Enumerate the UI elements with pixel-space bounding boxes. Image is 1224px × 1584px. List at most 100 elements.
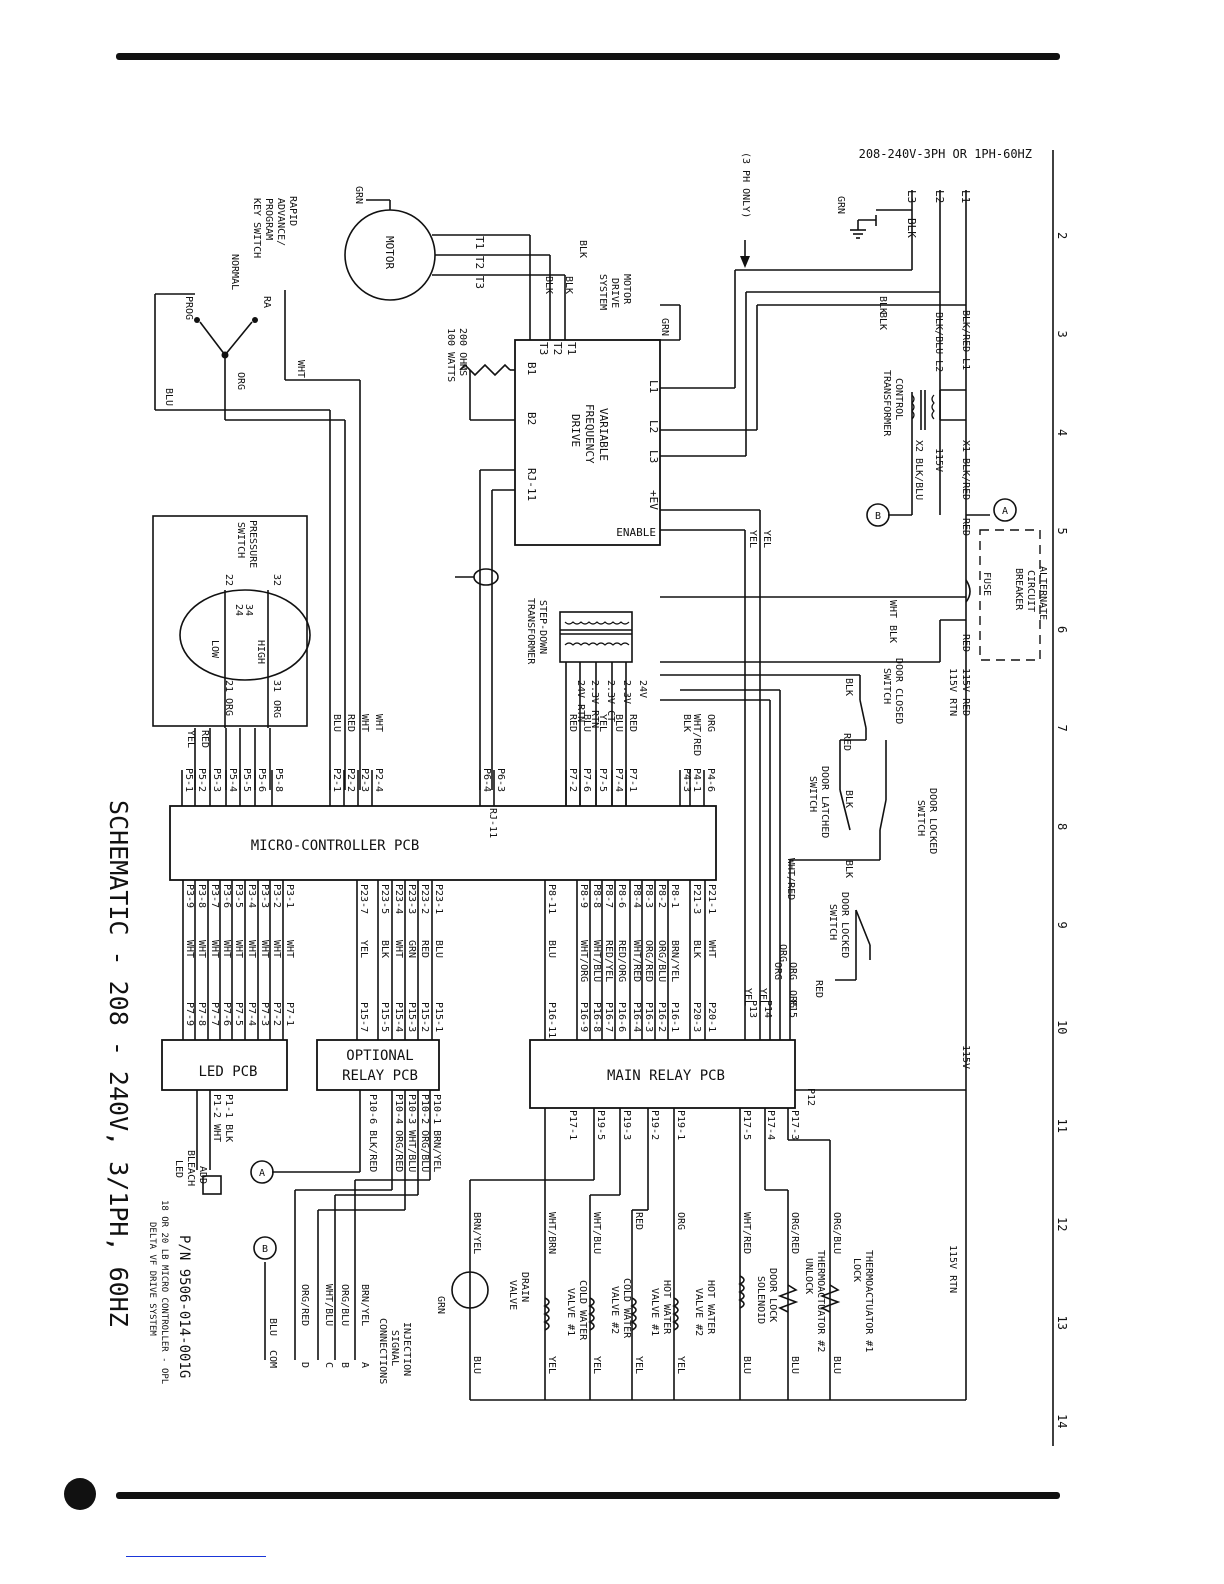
reference-marker xyxy=(866,503,890,527)
door-switches xyxy=(660,674,887,1040)
wire-color: RED/ORG xyxy=(616,940,627,982)
door-closed-label: SWITCH xyxy=(881,668,892,704)
wire-color: YEL xyxy=(358,940,369,958)
connector-pin: P7-2 xyxy=(567,768,578,792)
pressure-high: HIGH xyxy=(255,640,266,664)
connector-pin: P3-4 xyxy=(246,884,257,908)
hot_water_1-label: HOT WATER xyxy=(661,1280,672,1335)
bottom-rule xyxy=(116,1492,1060,1499)
line-l3: L3 xyxy=(905,190,918,203)
cold_water_2-label: COLD WATER xyxy=(621,1278,632,1339)
p19-pin: P19-3 xyxy=(621,1110,632,1140)
wire-color: BLU xyxy=(581,714,592,732)
injection-wire: ORG/BLU xyxy=(339,1284,350,1326)
column-number: 9 xyxy=(1055,922,1069,929)
wire-color: YEL xyxy=(747,530,758,548)
wire-color: 115V xyxy=(933,448,944,472)
injection-label: CONNECTIONS xyxy=(377,1318,388,1384)
connector-pin: P5-4 xyxy=(227,768,238,792)
motor-label: MOTOR xyxy=(383,236,396,269)
connector-pin: P23-2 xyxy=(419,884,430,914)
connector-pin: P8-1 xyxy=(669,884,680,908)
part-number: P/N 9506-014-001G xyxy=(176,1235,192,1378)
pressure-pin: 34 xyxy=(243,604,254,616)
connector-pin: P15-3 xyxy=(406,1002,417,1032)
wire-color: 115V xyxy=(960,1045,971,1069)
wire-color: ORG xyxy=(777,944,788,962)
breaker-label: ALTERNATE xyxy=(1037,566,1048,620)
wire-color: WHT xyxy=(706,940,717,958)
connector-pin: P5-1 xyxy=(183,768,194,792)
wire-color: BLK xyxy=(877,296,888,314)
optional-relay-label: OPTIONAL xyxy=(346,1048,413,1064)
vfd-terminal: B1 xyxy=(525,362,538,375)
cold_water_1-label: VALVE #1 xyxy=(565,1288,576,1336)
connector-pin: P15-4 xyxy=(393,1002,404,1032)
com-label: COM xyxy=(267,1350,278,1368)
door_lock_solenoid-label: SOLENOID xyxy=(755,1276,766,1324)
motor-vfd xyxy=(344,199,761,1040)
wire-color: GRN xyxy=(406,940,417,958)
wire-color: WHT/BLU xyxy=(591,940,602,982)
wire-color: WHT/ORG xyxy=(578,940,589,982)
wire-color: BLK xyxy=(577,240,588,258)
door-locked-label: DOOR LOCKED xyxy=(839,892,850,958)
reference-marker xyxy=(250,1160,274,1184)
wire-color: ORG xyxy=(787,962,798,980)
connector-pin: P20-3 xyxy=(691,1002,702,1032)
p10-pin: P10-4 ORG/RED xyxy=(393,1094,404,1172)
wire-color: BLK xyxy=(843,860,854,878)
connector-pin: P4-6 xyxy=(705,768,716,792)
wire-color: GRN xyxy=(659,318,670,336)
output-wire-color: WHT/RED xyxy=(741,1212,752,1254)
connector-pin: P20-1 xyxy=(706,1002,717,1032)
output-wire-color: WHT/BRN xyxy=(546,1212,557,1254)
p19-pin: P19-5 xyxy=(595,1110,606,1140)
p10-pin: P10-3 WHT/BLU xyxy=(406,1094,417,1172)
p19-pin: P19-2 xyxy=(649,1110,660,1140)
connector-pin: P7-1 xyxy=(284,1002,295,1026)
main-relay-label: MAIN RELAY PCB xyxy=(607,1068,725,1084)
connector-pin: P21-1 xyxy=(706,884,717,914)
wire-color: ORG xyxy=(235,372,246,390)
wire-color: BLK xyxy=(877,312,888,330)
vfd-terminal: T3 xyxy=(537,342,550,355)
door-closed-label: DOOR CLOSED xyxy=(893,658,904,724)
connector-pin: P16-1 xyxy=(669,1002,680,1032)
wire-color: WHT/RED xyxy=(631,940,642,982)
connector-pin: P23-3 xyxy=(406,884,417,914)
door-latched-label: DOOR LATCHED xyxy=(819,766,830,838)
wire-color: WHT xyxy=(184,940,195,958)
wire-color: 115V RED xyxy=(960,668,971,716)
part-description: DELTA VF DRIVE SYSTEM xyxy=(147,1222,157,1336)
motor-drive-label: DRIVE xyxy=(609,278,620,308)
vfd-label: VARIABLE xyxy=(597,408,610,461)
column-number: 13 xyxy=(1055,1316,1069,1330)
wire-color: WHT xyxy=(271,940,282,958)
connector-pin: P8-2 xyxy=(656,884,667,908)
output-wire-color: BLU xyxy=(831,1356,842,1374)
p17-pin: P17-3 xyxy=(789,1110,800,1140)
column-number: 14 xyxy=(1055,1414,1069,1428)
wire-color: WHT xyxy=(221,940,232,958)
pressure-switch-label: SWITCH xyxy=(235,522,246,558)
vfd-label: DRIVE xyxy=(569,414,582,447)
pressure-low: LOW xyxy=(209,640,220,659)
output-wire-color: ORG/BLU xyxy=(831,1212,842,1254)
vfd-terminal: T2 xyxy=(551,342,564,355)
transformer-tap: 2.3V xyxy=(621,680,632,704)
connector-pin: P8-7 xyxy=(603,884,614,908)
wire-color: WHT xyxy=(359,714,370,732)
vfd-box xyxy=(514,339,661,546)
vfd-terminal: RJ-11 xyxy=(525,468,538,501)
wire-color: ORG xyxy=(271,700,282,718)
connector-pin: P7-6 xyxy=(221,1002,232,1026)
p19-pin: P19-1 xyxy=(675,1110,686,1140)
column-number: 10 xyxy=(1055,1020,1069,1034)
injection-term: C xyxy=(323,1362,334,1368)
reference-marker xyxy=(253,1236,277,1260)
connector-pin: P16-11 xyxy=(546,1002,557,1038)
